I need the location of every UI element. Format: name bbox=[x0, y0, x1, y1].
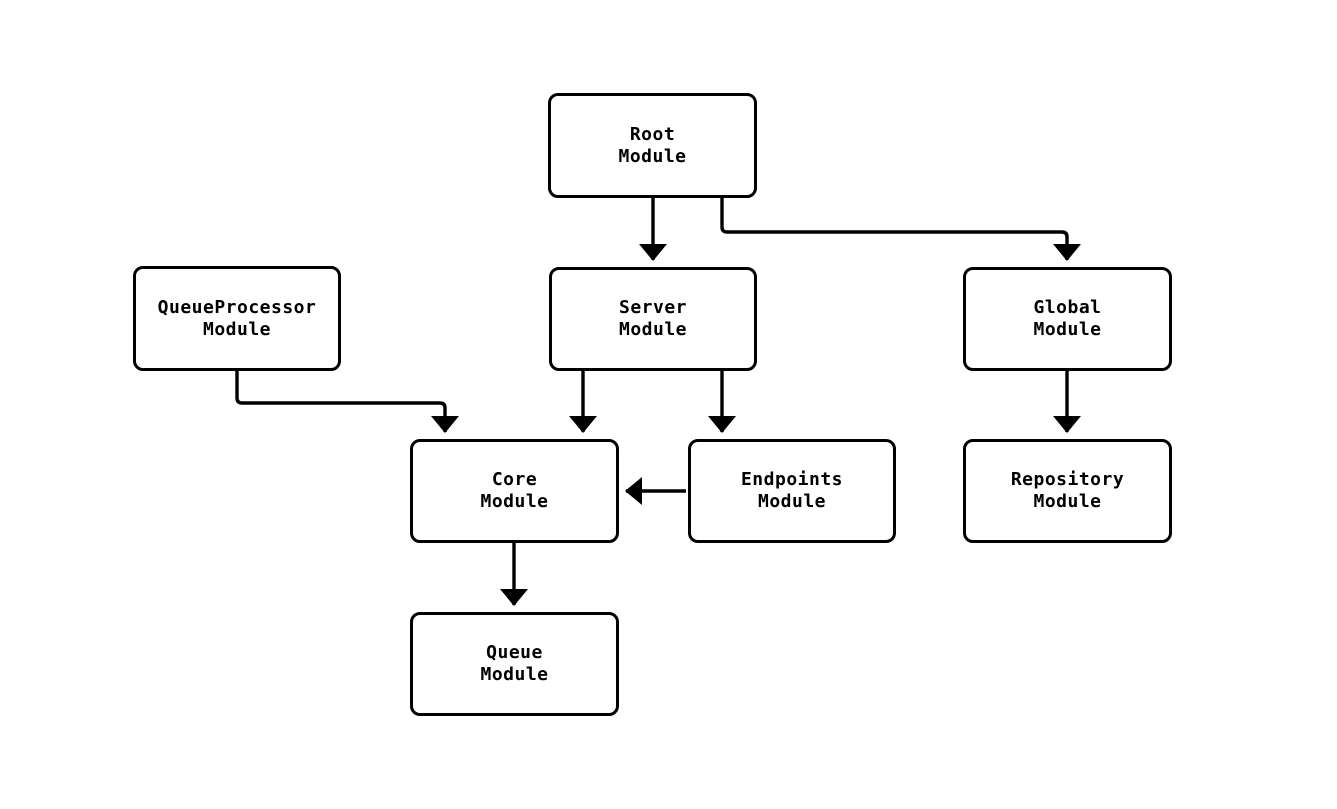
node-label-line: QueueProcessor bbox=[157, 296, 317, 318]
node-core-module: Core Module bbox=[410, 439, 619, 543]
edge-root-to-global bbox=[720, 198, 1081, 261]
node-global-module: Global Module bbox=[963, 267, 1172, 371]
node-label-line: Module bbox=[1033, 319, 1102, 340]
node-label-line: Endpoints bbox=[740, 469, 844, 490]
node-label-line: Core bbox=[491, 469, 538, 490]
node-queue-module: Queue Module bbox=[410, 612, 619, 716]
node-server-module: Server Module bbox=[549, 267, 757, 371]
node-root-module: Root Module bbox=[548, 93, 757, 198]
node-label-line: Module bbox=[1033, 491, 1102, 512]
node-label-line: Repository bbox=[1010, 469, 1125, 490]
node-queueprocessor-module: QueueProcessor Module bbox=[133, 266, 341, 371]
edge-queueprocessor-to-core bbox=[235, 371, 459, 433]
node-label-line: Module bbox=[480, 491, 549, 512]
node-label-line: Global bbox=[1033, 297, 1102, 318]
node-label-line: Module bbox=[757, 491, 827, 512]
node-label-line: Module bbox=[618, 145, 687, 167]
node-label-line: Module bbox=[618, 319, 688, 340]
node-label-line: Module bbox=[480, 664, 549, 685]
node-endpoints-module: Endpoints Module bbox=[688, 439, 896, 543]
node-label-line: Server bbox=[618, 297, 688, 318]
node-label-line: Queue bbox=[486, 642, 543, 663]
node-label-line: Module bbox=[202, 318, 272, 340]
node-label-line: Root bbox=[629, 123, 676, 145]
node-repository-module: Repository Module bbox=[963, 439, 1172, 543]
